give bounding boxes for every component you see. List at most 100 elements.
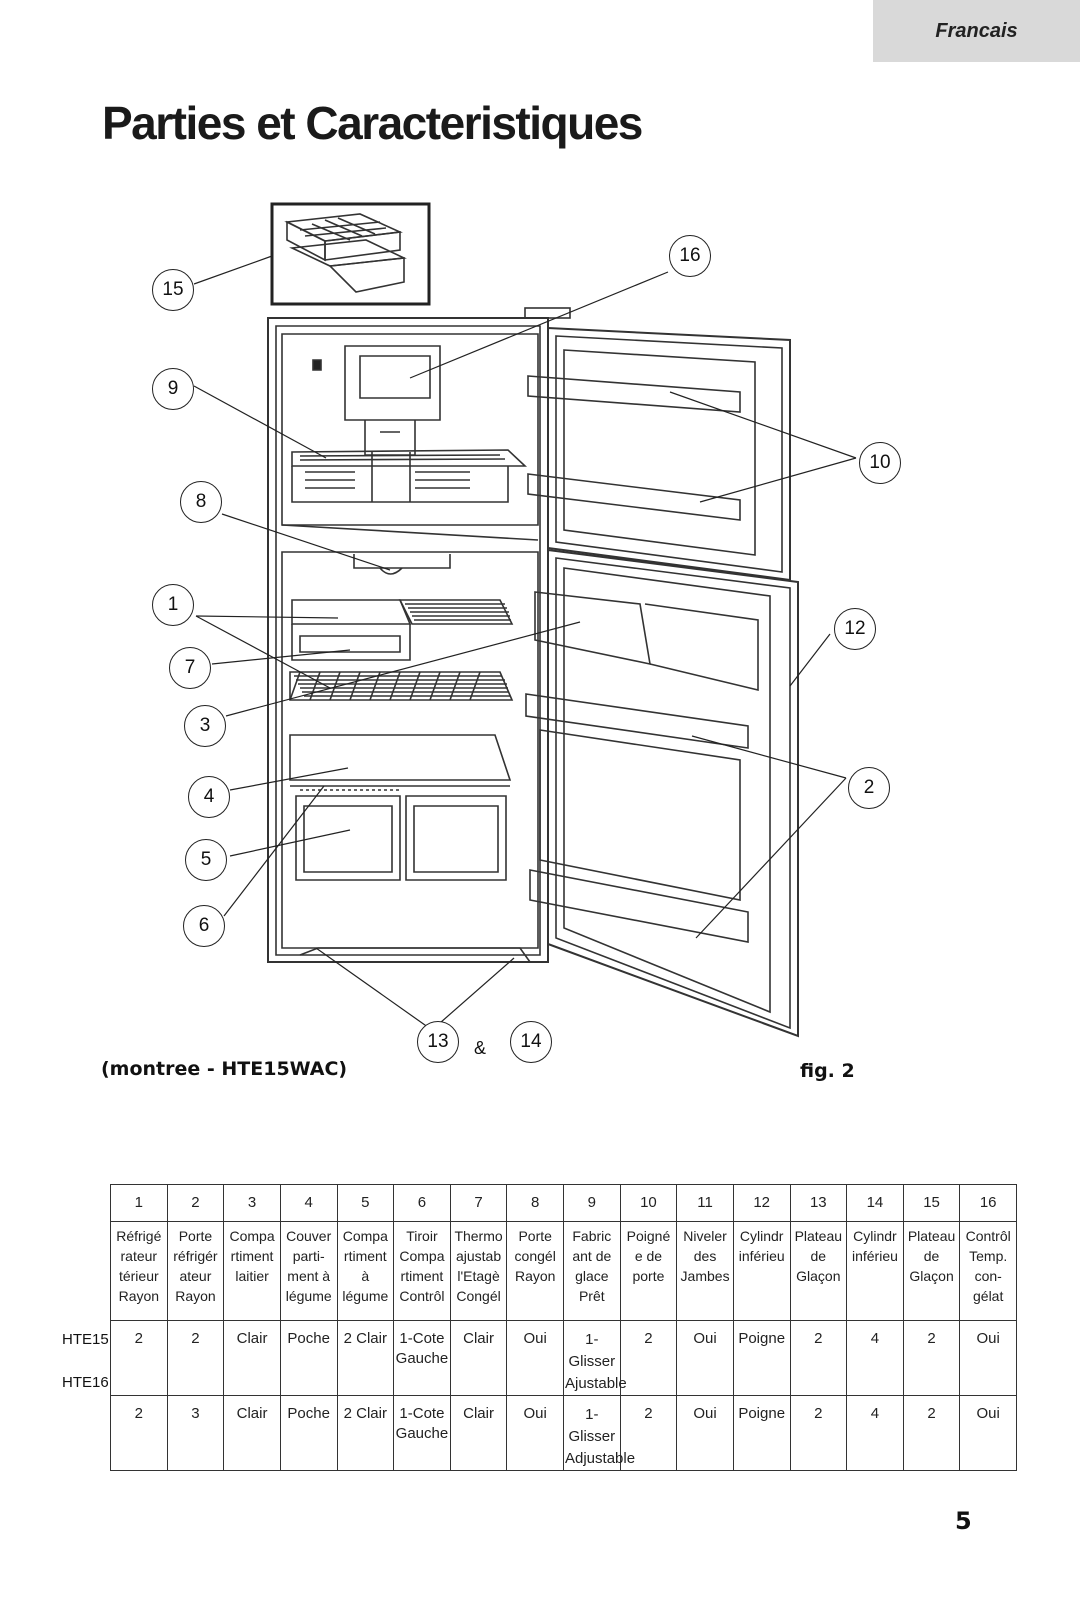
value-line: Clair xyxy=(236,1405,268,1422)
value-line: 4 xyxy=(870,1330,880,1347)
model-value-cell: 2 xyxy=(110,1320,168,1396)
model-value-cell: Oui xyxy=(959,1395,1017,1471)
model-value-cell: 2 xyxy=(902,1395,961,1471)
description-line: térieur xyxy=(118,1268,159,1284)
model-value-cell: 2 xyxy=(789,1320,848,1396)
model-value-cell: Clair xyxy=(223,1320,281,1396)
model-value-cell: 2 xyxy=(619,1395,678,1471)
value-line: Poigne xyxy=(738,1330,786,1347)
callout-5: 5 xyxy=(185,839,227,881)
description-line: à xyxy=(361,1268,370,1284)
part-number-cell: 3 xyxy=(223,1184,281,1222)
value-line: Poche xyxy=(287,1405,330,1422)
description-line: ant de xyxy=(572,1248,612,1264)
value-line: 2 xyxy=(644,1405,653,1422)
value-line: Clair xyxy=(236,1330,268,1347)
refrigerator-diagram xyxy=(193,202,857,1038)
value-line: Poigne xyxy=(738,1405,786,1422)
model-value-cell: Clair xyxy=(449,1320,508,1396)
value-line: 1-Glisser xyxy=(568,1406,616,1445)
part-number-cell: 4 xyxy=(279,1184,338,1222)
page-title: Parties et Caracteristiques xyxy=(102,97,643,149)
description-line: Porte xyxy=(518,1228,552,1244)
description-line: Plateau xyxy=(794,1228,843,1244)
description-line: Réfrigé xyxy=(116,1228,162,1244)
model-value-cell: Clair xyxy=(223,1395,281,1471)
callout-2: 2 xyxy=(848,767,890,809)
model-value-cell: 2 Clair xyxy=(336,1395,395,1471)
ampersand: & xyxy=(474,1038,487,1058)
value-line: Oui xyxy=(693,1405,717,1422)
part-number-cell: 10 xyxy=(619,1184,678,1222)
part-number-cell: 9 xyxy=(563,1184,621,1222)
page-number: 5 xyxy=(955,1507,972,1535)
description-line: inférieu xyxy=(738,1248,785,1264)
value-line: 2 xyxy=(814,1330,823,1347)
description-line: Tiroir xyxy=(406,1228,438,1244)
value-line: 3 xyxy=(191,1405,200,1422)
row-label-hte15: HTE15 xyxy=(62,1331,109,1348)
callout-16: 16 xyxy=(669,235,711,277)
description-line: Contrôl xyxy=(965,1228,1011,1244)
part-number-cell: 14 xyxy=(846,1184,904,1222)
part-number-cell: 15 xyxy=(902,1184,961,1222)
model-value-cell: Poigne xyxy=(732,1395,791,1471)
description-line: Contrôl xyxy=(399,1288,445,1304)
description-line: Compa xyxy=(342,1228,388,1244)
value-line: 2 xyxy=(134,1405,143,1422)
value-line: Poche xyxy=(287,1330,330,1347)
figure-caption-number: fig. 2 xyxy=(800,1060,855,1082)
value-line: Oui xyxy=(693,1330,717,1347)
description-line: Poigné xyxy=(626,1228,671,1244)
value-line: 2 xyxy=(134,1330,143,1347)
description-line: Rayon xyxy=(514,1268,556,1284)
description-line: légume xyxy=(342,1288,389,1304)
part-number-cell: 16 xyxy=(959,1184,1017,1222)
model-value-cell: 4 xyxy=(846,1320,904,1396)
figure-caption-model: (montree - HTE15WAC) xyxy=(101,1058,348,1080)
description-line: porte xyxy=(632,1268,665,1284)
description-line: Plateau xyxy=(907,1228,956,1244)
part-number-cell: 11 xyxy=(676,1184,734,1222)
callout-4: 4 xyxy=(188,776,230,818)
description-line: ateur xyxy=(179,1268,212,1284)
callout-15: 15 xyxy=(152,269,194,311)
value-line: 2 Clair xyxy=(343,1405,387,1422)
description-line: laitier xyxy=(235,1268,269,1284)
callout-1: 1 xyxy=(152,584,194,626)
description-line: congél xyxy=(514,1248,556,1264)
row-label-hte16: HTE16 xyxy=(62,1374,109,1391)
description-line: con- xyxy=(974,1268,1002,1284)
description-line: Porte xyxy=(178,1228,213,1244)
value-line: Clair xyxy=(463,1330,494,1347)
description-line: parti- xyxy=(292,1248,325,1264)
value-line: 4 xyxy=(870,1405,880,1422)
value-line: 2 xyxy=(814,1405,823,1422)
model-value-cell: Poche xyxy=(279,1395,338,1471)
value-line: Adjustable xyxy=(565,1450,636,1467)
model-value-cell: Oui xyxy=(506,1320,564,1396)
value-line: Gauche xyxy=(395,1350,449,1367)
description-line: gélat xyxy=(973,1288,1004,1304)
description-line: inférieu xyxy=(851,1248,898,1264)
model-value-cell: 2 Clair xyxy=(336,1320,395,1396)
description-line: Couver xyxy=(286,1228,332,1244)
description-line: Congél xyxy=(456,1288,501,1304)
part-number-cell: 6 xyxy=(393,1184,451,1222)
callout-8: 8 xyxy=(180,481,222,523)
description-line: Cylindr xyxy=(739,1228,784,1244)
model-value-cell: Poche xyxy=(279,1320,338,1396)
language-tab: Francais xyxy=(873,0,1080,62)
